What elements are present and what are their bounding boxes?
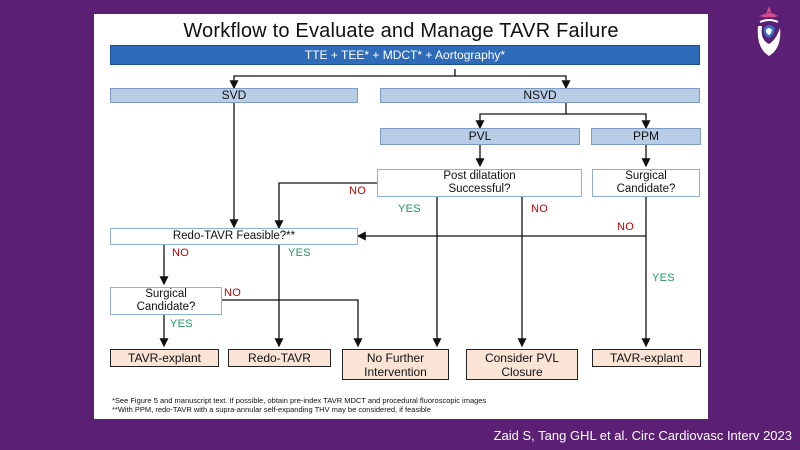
redo-feasible-box: Redo-TAVR Feasible?**: [110, 228, 358, 245]
no-further-intervention-box: No Further Intervention: [342, 349, 449, 380]
ppm-box: PPM: [591, 128, 701, 145]
redo-tavr-box: Redo-TAVR: [228, 349, 331, 367]
yes-label-redo: YES: [288, 247, 311, 259]
surgical-candidate-right-box: Surgical Candidate?: [592, 169, 700, 197]
flow-connectors: [159, 69, 651, 348]
tavr-explant-right-box: TAVR-explant: [592, 349, 701, 367]
imaging-box: TTE + TEE* + MDCT* + Aortography*: [110, 45, 700, 65]
no-label-redo: NO: [172, 247, 190, 259]
footnotes: *See Figure 5 and manuscript text. If po…: [112, 396, 486, 414]
yes-label-post-dilatation: YES: [398, 203, 421, 215]
yes-label-surgical-left: YES: [170, 318, 193, 330]
footnote-1: *See Figure 5 and manuscript text. If po…: [112, 396, 487, 405]
society-logo-icon: [748, 4, 790, 60]
nsvd-box: NSVD: [380, 88, 700, 103]
surgical-candidate-left-box: Surgical Candidate?: [110, 287, 222, 315]
svd-box: SVD: [110, 88, 358, 103]
citation: Zaid S, Tang GHL et al. Circ Cardiovasc …: [493, 428, 792, 443]
pvl-box: PVL: [380, 128, 580, 145]
no-label-surgical-left: NO: [224, 287, 242, 299]
no-label-post-dilatation: NO: [349, 185, 367, 197]
footnote-2: **With PPM, redo-TAVR with a supra-annul…: [112, 405, 431, 414]
no-label-post-dilatation-right: NO: [531, 203, 549, 215]
tavr-explant-left-box: TAVR-explant: [110, 349, 219, 367]
slide: Workflow to Evaluate and Manage TAVR Fai…: [94, 14, 708, 419]
post-dilatation-box: Post dilatation Successful?: [377, 169, 582, 197]
page-title: Workflow to Evaluate and Manage TAVR Fai…: [183, 20, 619, 42]
yes-label-surgical-right: YES: [652, 272, 675, 284]
consider-pvl-closure-box: Consider PVL Closure: [466, 349, 578, 380]
no-label-surgical-right: NO: [617, 221, 635, 233]
